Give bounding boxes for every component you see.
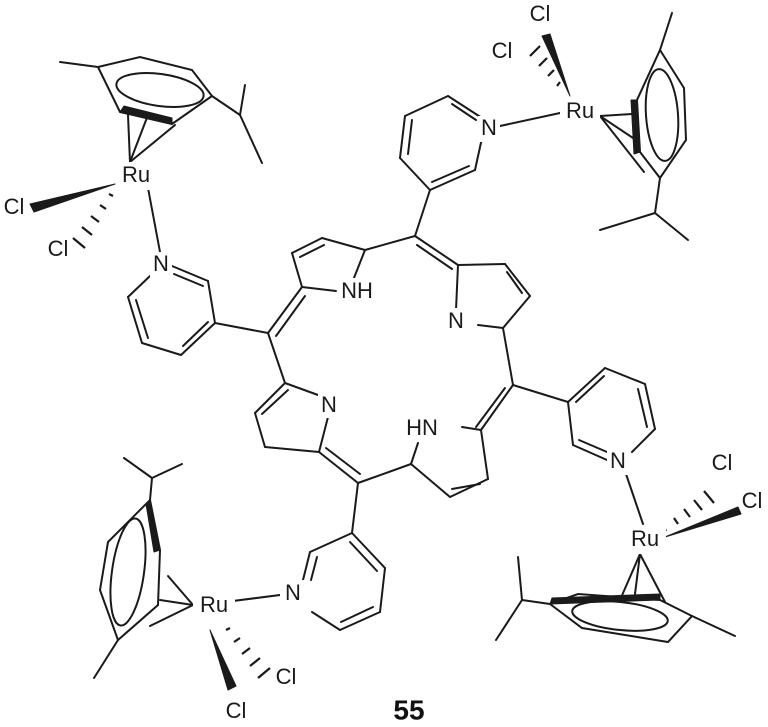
pyridyl-top: [399, 95, 561, 237]
nh-top-label: NH: [341, 278, 373, 303]
atom-labels: NH N N HN N N N N Ru Ru Ru Ru Cl Cl Cl C…: [4, 1, 763, 723]
ru-top-left-label: Ru: [122, 162, 150, 187]
pyridine-n-bottom-label: N: [285, 580, 301, 605]
cl-right-2-label: Cl: [742, 488, 763, 513]
porphyrin-core: [254, 235, 531, 498]
ru-fragment-top-left: [29, 55, 263, 249]
hn-bottom-label: HN: [406, 415, 438, 440]
ru-fragment-top-right: [529, 12, 689, 241]
pyridyl-bottom: [224, 482, 386, 631]
cl-bottom-left-1-label: Cl: [276, 664, 297, 689]
n-right-label: N: [448, 308, 464, 333]
cl-top-left-1-label: Cl: [4, 194, 25, 219]
cl-bottom-left-2-label: Cl: [226, 698, 247, 723]
pyridine-n-top-label: N: [481, 115, 497, 140]
pyridyl-right: [512, 367, 656, 525]
cl-top-right-1-label: Cl: [530, 1, 551, 26]
ru-fragment-bottom-left: [93, 457, 271, 691]
ru-right-label: Ru: [631, 526, 659, 551]
ru-fragment-right: [495, 490, 742, 644]
cl-right-1-label: Cl: [712, 450, 733, 475]
ru-bottom-left-label: Ru: [200, 592, 228, 617]
cl-top-left-2-label: Cl: [48, 236, 69, 261]
pyridyl-left: [127, 187, 269, 356]
compound-number: 55: [393, 694, 424, 725]
pyridine-n-left-label: N: [153, 251, 169, 276]
pyridine-n-right-label: N: [610, 448, 626, 473]
cl-top-right-2-label: Cl: [492, 38, 513, 63]
ru-top-right-label: Ru: [566, 98, 594, 123]
n-left-label: N: [321, 392, 337, 417]
